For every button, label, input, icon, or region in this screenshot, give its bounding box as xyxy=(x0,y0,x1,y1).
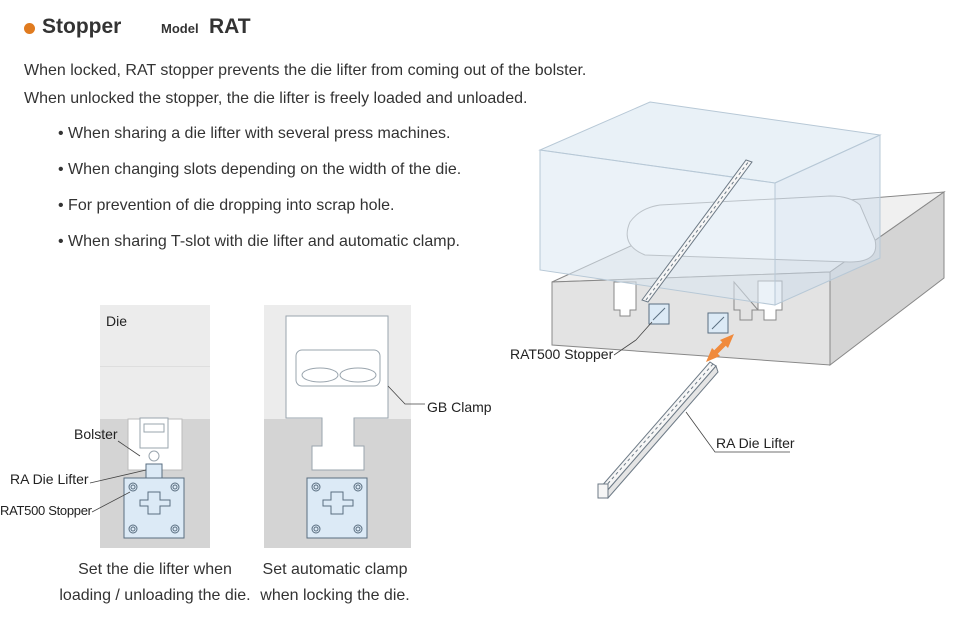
double-arrow-icon xyxy=(706,334,734,362)
stopper-plate xyxy=(123,477,185,539)
bullet-item: • When sharing a die lifter with several… xyxy=(58,125,451,142)
bullet-item: • When changing slots depending on the w… xyxy=(58,161,462,178)
bullet-item: • For prevention of die dropping into sc… xyxy=(58,197,395,214)
section-title: Stopper xyxy=(42,15,122,38)
ra-die-lifter-part xyxy=(597,361,719,499)
bolster-label: Bolster xyxy=(74,426,118,442)
description-line-2: When unlocked the stopper, the die lifte… xyxy=(24,90,528,107)
die-lifter-caption: Set the die lifter when loading / unload… xyxy=(59,561,251,604)
clamp-mode-diagram xyxy=(264,305,425,548)
rat500-stopper-label-3d: RAT500 Stopper xyxy=(510,346,614,362)
model-label: Model xyxy=(161,21,199,36)
model-value: RAT xyxy=(209,15,251,38)
bullet-item: • When sharing T-slot with die lifter an… xyxy=(58,233,460,250)
description-line-1: When locked, RAT stopper prevents the di… xyxy=(24,62,587,79)
clamp-caption: Set automatic clamp when locking the die… xyxy=(260,561,410,604)
die-region xyxy=(100,305,210,367)
die-lower-region xyxy=(100,367,210,419)
bullet-dot-icon xyxy=(24,23,35,34)
ra-die-lifter-label: RA Die Lifter xyxy=(10,471,89,487)
die-lifter-mode-diagram xyxy=(89,305,210,548)
gb-clamp-label: GB Clamp xyxy=(427,399,492,415)
ra-die-lifter-label-3d: RA Die Lifter xyxy=(716,435,795,451)
bolster-3d-diagram xyxy=(538,101,946,499)
rat500-stopper-label: RAT500 Stopper xyxy=(0,503,92,518)
die-label: Die xyxy=(106,313,128,329)
